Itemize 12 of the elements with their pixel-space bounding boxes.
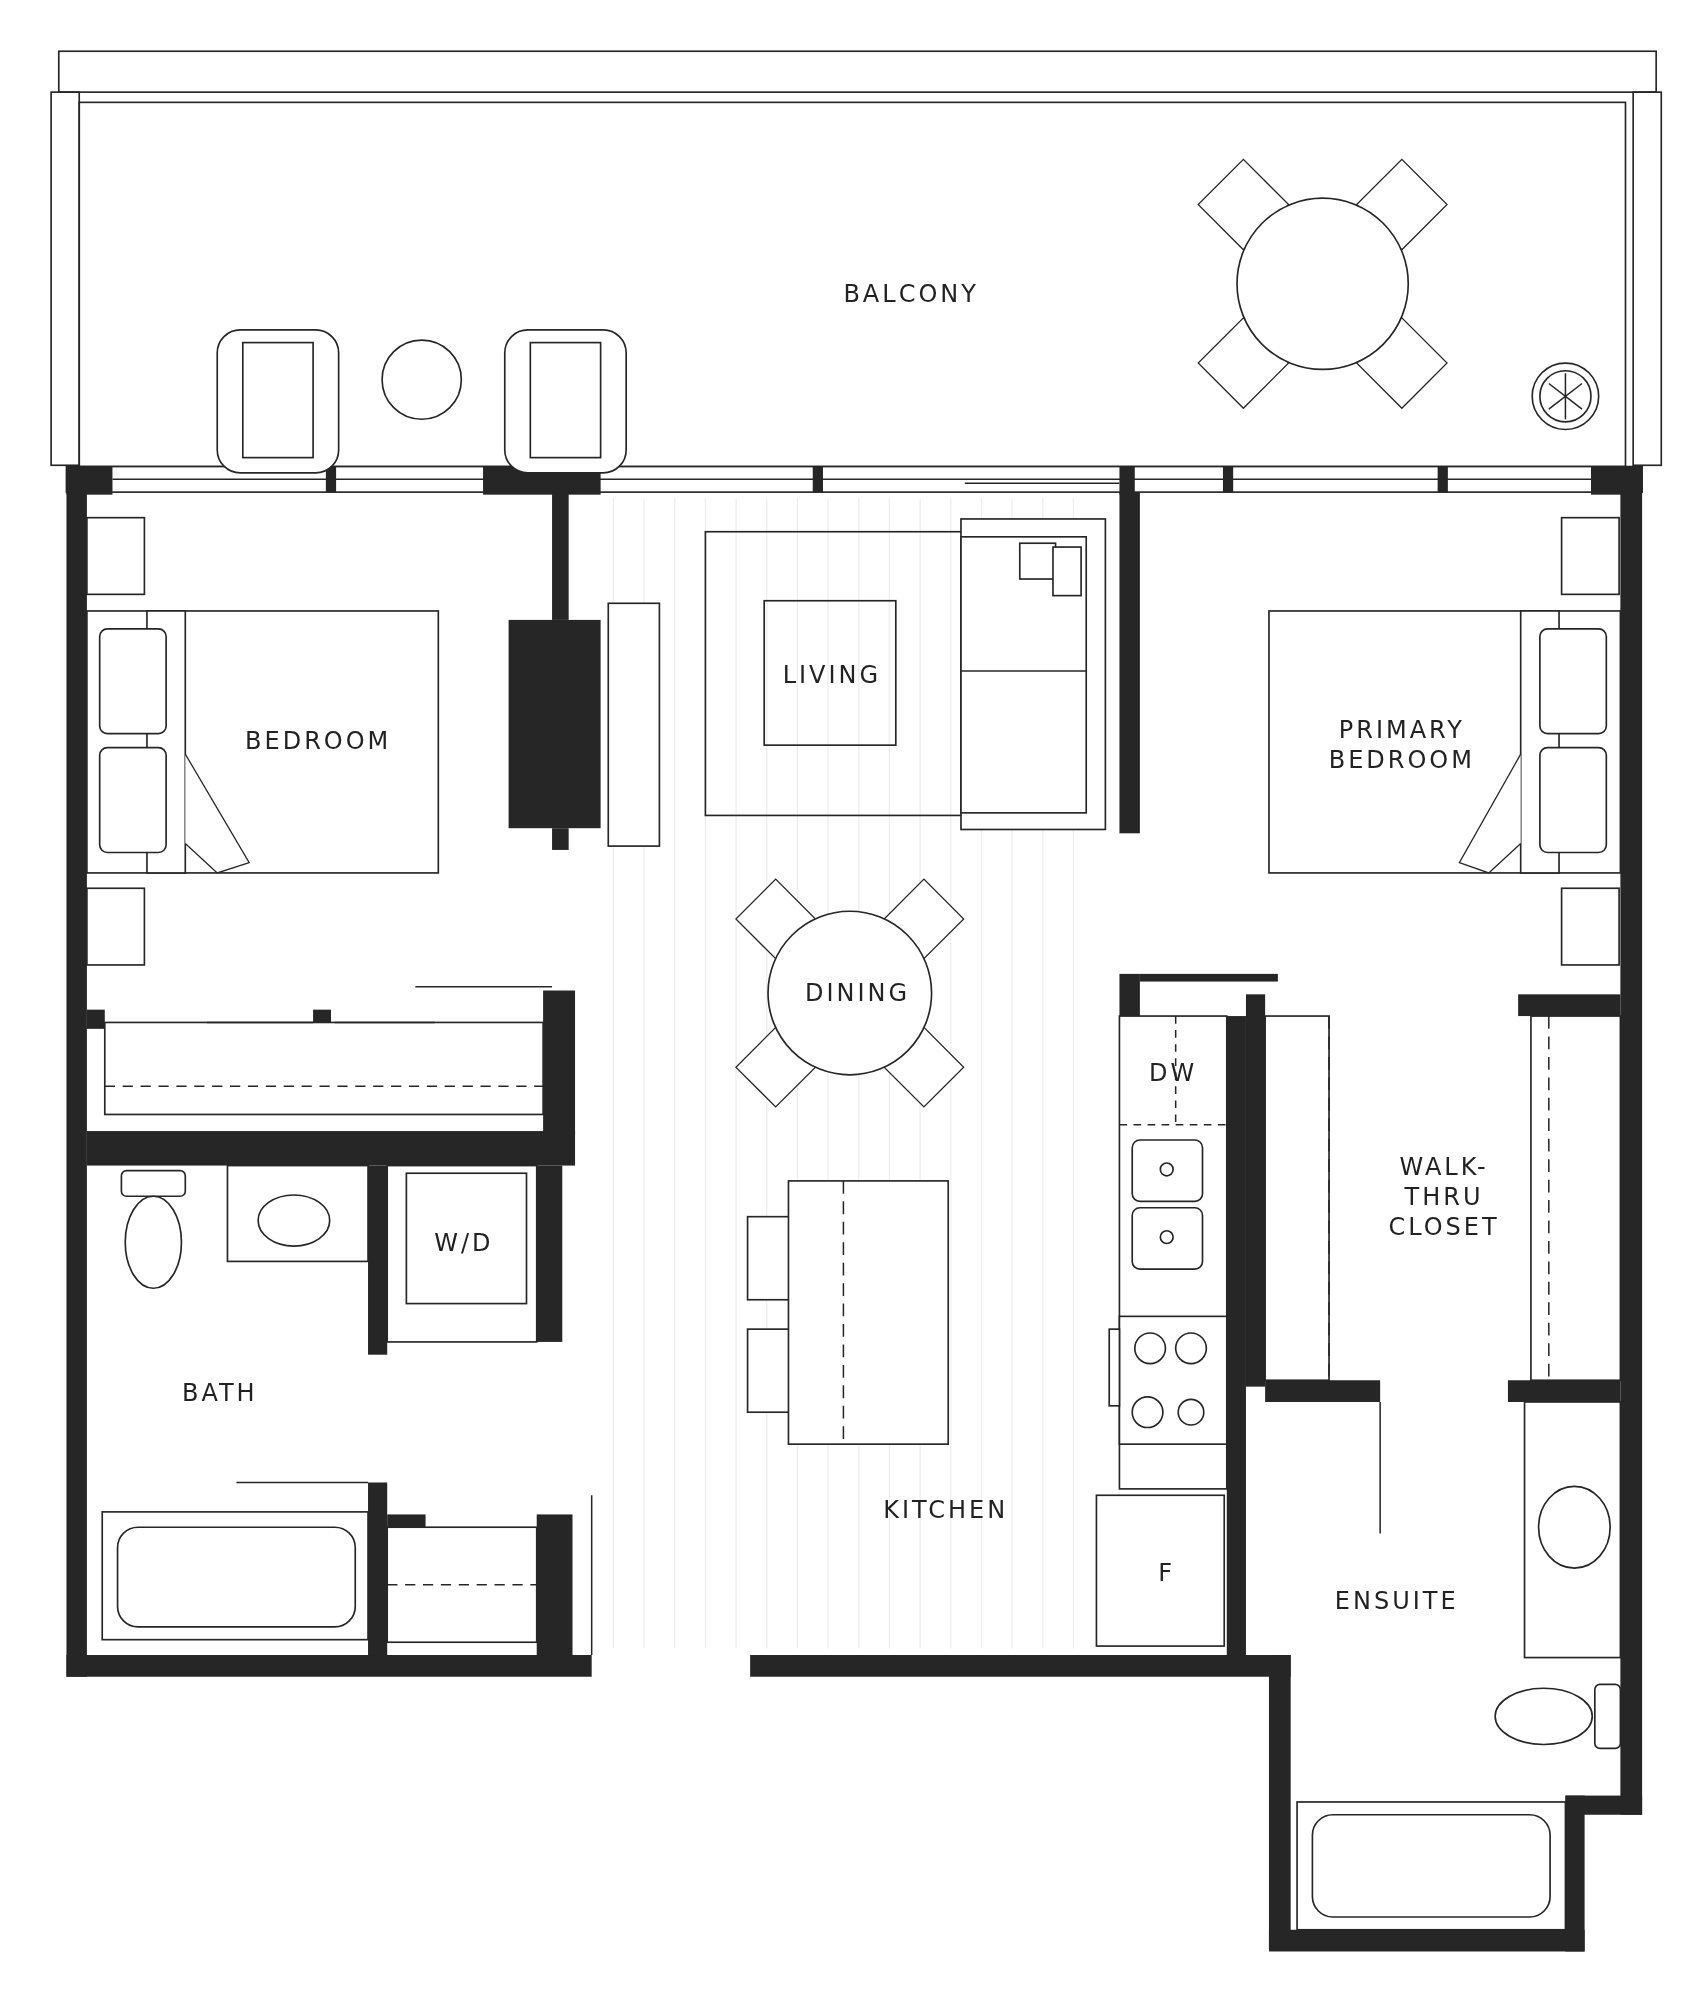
room-label: PRIMARY BEDROOM [1327,715,1476,775]
room-label: WALK-THRU CLOSET [1387,1152,1501,1243]
room-label: KITCHEN [883,1495,1009,1526]
room-label: F [1158,1558,1176,1589]
room-label: ENSUITE [1334,1586,1459,1617]
room-label: W/D [434,1228,494,1259]
room-label: LIVING [782,659,882,690]
room-label: DW [1149,1058,1198,1089]
room-label: BATH [181,1377,258,1408]
room-label: BEDROOM [245,726,392,757]
room-label: BALCONY [843,278,979,309]
room-label: DINING [804,977,911,1008]
